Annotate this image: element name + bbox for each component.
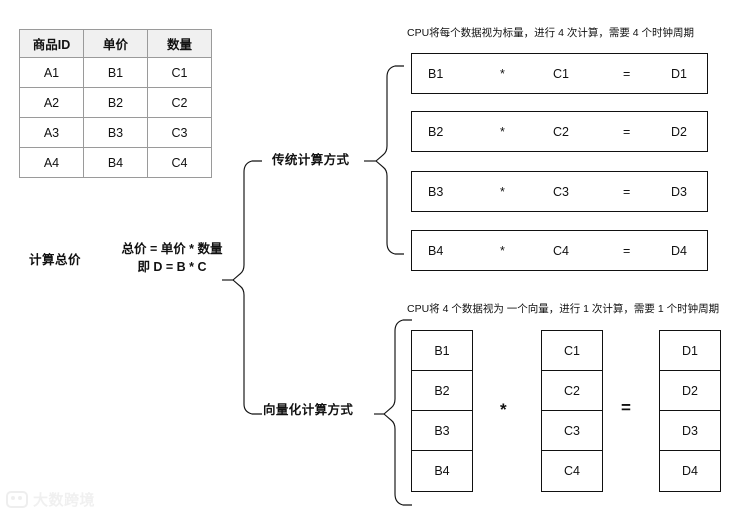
scalar-operand-b: B2 (428, 124, 444, 139)
vector-cell-d: D3 (660, 411, 720, 451)
table-cell-qty: C3 (147, 117, 212, 148)
scalar-equation-row: B4 * C4 = D4 (411, 230, 708, 271)
scalar-equation-row: B2 * C2 = D2 (411, 111, 708, 152)
scalar-brace-lower (375, 160, 404, 255)
formula-line-1: 总价 = 单价 * 数量 (121, 242, 223, 256)
scalar-result-d: D1 (671, 66, 687, 81)
scalar-operator-multiply: * (500, 243, 505, 258)
main-brace-lower (232, 279, 262, 415)
scalar-result-d: D2 (671, 124, 687, 139)
brand-logo-icon (6, 491, 28, 508)
table-cell-id: A2 (19, 87, 84, 118)
table-cell-price: B2 (83, 87, 148, 118)
scalar-result-d: D4 (671, 243, 687, 258)
table-header-row: 商品ID 单价 数量 (19, 29, 212, 58)
vector-cell-d: D4 (682, 464, 698, 478)
table-header-cell-qty: 数量 (147, 29, 212, 58)
annotation-scalar: CPU将每个数据视为标量，进行 4 次计算，需要 4 个时钟周期 (407, 27, 695, 39)
scalar-operand-b: B1 (428, 66, 444, 81)
scalar-operand-b: B4 (428, 243, 444, 258)
branch-label-traditional: 传统计算方式 (272, 153, 350, 167)
table-row: A2 B2 C2 (19, 87, 212, 118)
formula-line-2: 即 D = B * C (137, 260, 207, 274)
vector-cell-b: B2 (412, 371, 472, 411)
vector-brace (383, 319, 412, 415)
scalar-operand-c: C3 (553, 184, 569, 199)
table-row: A3 B3 C3 (19, 117, 212, 148)
table-header-cell-price: 单价 (83, 29, 148, 58)
scalar-operator-multiply: * (500, 66, 505, 81)
table-cell-qty: C1 (147, 57, 212, 88)
vector-column-c: C1 C2 C3 C4 (541, 330, 603, 492)
vector-operator-multiply: * (500, 400, 507, 419)
scalar-operator-equals: = (623, 66, 631, 81)
table-row: A1 B1 C1 (19, 57, 212, 88)
table-cell-price: B1 (83, 57, 148, 88)
table-cell-qty: C4 (147, 147, 212, 178)
vector-cell-c: C1 (542, 331, 602, 371)
vector-cell-c: C4 (564, 464, 580, 478)
vector-cell-d: D2 (660, 371, 720, 411)
vector-cell-d: D1 (660, 331, 720, 371)
vector-cell-b: B3 (412, 411, 472, 451)
vector-operator-equals: = (621, 398, 631, 417)
vector-cell-c: C3 (542, 411, 602, 451)
branch-label-vectorized: 向量化计算方式 (263, 403, 354, 417)
scalar-operator-equals: = (623, 124, 631, 139)
annotation-vector: CPU将 4 个数据视为 一个向量，进行 1 次计算，需要 1 个时钟周期 (407, 303, 720, 315)
scalar-operator-equals: = (623, 184, 631, 199)
scalar-operand-c: C4 (553, 243, 569, 258)
scalar-operand-c: C2 (553, 124, 569, 139)
watermark: 大数跨境 (6, 489, 95, 510)
table-cell-qty: C2 (147, 87, 212, 118)
table-header-cell-id: 商品ID (19, 29, 84, 58)
scalar-operator-equals: = (623, 243, 631, 258)
scalar-operand-b: B3 (428, 184, 444, 199)
vector-column-d: D1 D2 D3 D4 (659, 330, 721, 492)
vector-cell-c: C2 (542, 371, 602, 411)
formula-block: 总价 = 单价 * 数量 即 D = B * C (112, 240, 232, 276)
main-brace (232, 160, 262, 281)
scalar-equation-row: B1 * C1 = D1 (411, 53, 708, 94)
table-cell-price: B3 (83, 117, 148, 148)
table-cell-id: A1 (19, 57, 84, 88)
scalar-equation-row: B3 * C3 = D3 (411, 171, 708, 212)
table-cell-id: A3 (19, 117, 84, 148)
calc-total-label: 计算总价 (29, 253, 82, 267)
vector-cell-b: B4 (434, 464, 450, 478)
scalar-brace (375, 65, 404, 162)
table-cell-id: A4 (19, 147, 84, 178)
product-table: 商品ID 单价 数量 A1 B1 C1 A2 B2 C2 A3 B3 C3 A4… (19, 29, 212, 178)
vector-cell-b: B1 (412, 331, 472, 371)
table-cell-price: B4 (83, 147, 148, 178)
vector-brace-lower (383, 413, 412, 506)
table-row: A4 B4 C4 (19, 147, 212, 178)
scalar-operand-c: C1 (553, 66, 569, 81)
scalar-result-d: D3 (671, 184, 687, 199)
watermark-text: 大数跨境 (33, 492, 96, 509)
scalar-operator-multiply: * (500, 124, 505, 139)
vector-column-b: B1 B2 B3 B4 (411, 330, 473, 492)
scalar-operator-multiply: * (500, 184, 505, 199)
